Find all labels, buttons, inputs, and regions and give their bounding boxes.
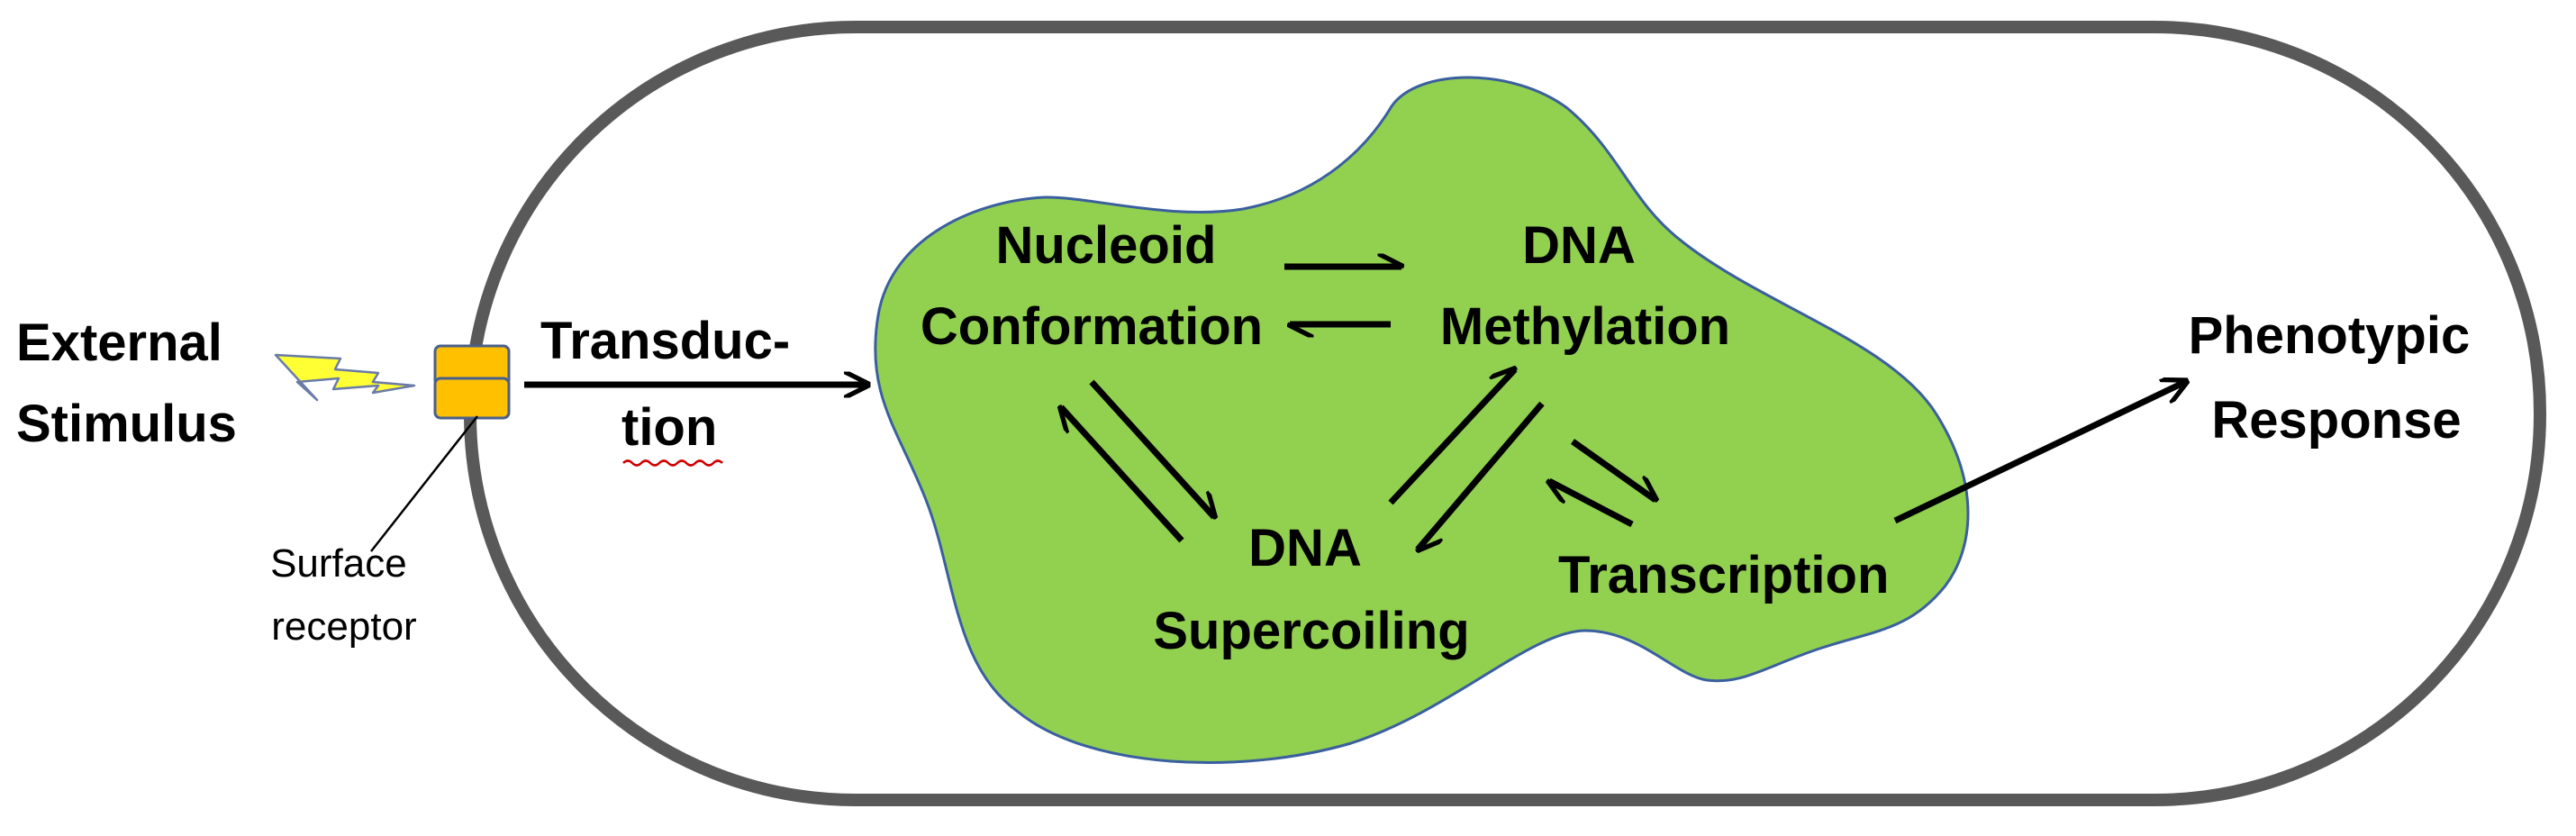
nucleoid-region xyxy=(874,76,1970,765)
surface-receptor-label: Surface receptor xyxy=(270,541,418,649)
dna-methylation-label: DNA Methylation xyxy=(1440,216,1730,356)
transcription-label: Transcription xyxy=(1558,546,1889,604)
dna-supercoiling-label: DNA Supercoiling xyxy=(1153,519,1469,660)
nucleoid-conformation-label: Nucleoid Conformation xyxy=(921,216,1263,356)
external-stimulus-label: External Stimulus xyxy=(16,314,237,453)
surface-receptor-icon xyxy=(433,344,511,420)
spellcheck-underline xyxy=(622,459,723,467)
surface-receptor-pointer xyxy=(370,415,478,552)
response-arrow xyxy=(1893,382,2185,524)
supercoiling-to-methylation-arrow xyxy=(1388,369,1515,505)
supercoiling-to-conformation-arrow xyxy=(1061,407,1184,543)
transduction-label: Transduc- tion xyxy=(540,312,804,457)
lightning-bolt-icon xyxy=(274,353,416,402)
methylation-to-transcription-arrow xyxy=(1570,439,1655,500)
transcription-to-methylation-arrow xyxy=(1549,477,1634,528)
phenotypic-response-label: Phenotypic Response xyxy=(2189,306,2485,450)
conformation-to-supercoiling-arrow xyxy=(1089,379,1214,517)
methylation-to-supercoiling-arrow xyxy=(1418,401,1545,550)
